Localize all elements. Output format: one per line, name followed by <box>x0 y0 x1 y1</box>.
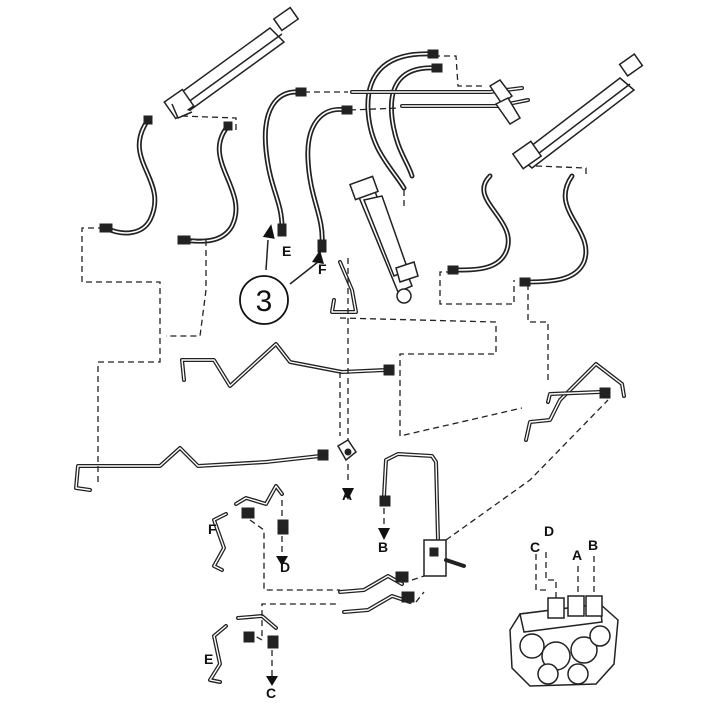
label-d: D <box>280 559 290 575</box>
valve-label-d: D <box>544 523 554 539</box>
right-lift-cylinder <box>511 53 644 170</box>
tilt-cylinder <box>349 175 419 304</box>
label-a: A <box>342 487 352 503</box>
label-arrows <box>262 224 390 686</box>
valve-label-c: C <box>530 539 540 555</box>
lower-left-fittings <box>208 484 415 684</box>
label-f: F <box>318 261 327 277</box>
label-c: C <box>266 685 276 701</box>
label-f-lower: F <box>208 521 217 537</box>
tilt-hoses <box>365 49 443 191</box>
left-lift-cylinder <box>163 6 300 120</box>
label-e: E <box>282 243 291 259</box>
center-fittings <box>336 438 466 577</box>
hose-e-f <box>262 87 353 253</box>
label-b: B <box>378 539 388 555</box>
control-valve-assembly <box>509 552 619 687</box>
label-e-lower: E <box>204 651 213 667</box>
valve-label-b: B <box>588 537 598 553</box>
connection-lines <box>81 55 609 676</box>
callout-circle: 3 <box>239 275 289 325</box>
left-hose-pair <box>99 115 239 245</box>
callout-number: 3 <box>256 285 273 318</box>
mid-tubes <box>74 260 626 492</box>
upper-pipes <box>350 79 530 126</box>
valve-label-a: A <box>572 547 582 563</box>
right-hose-pair <box>447 173 589 287</box>
